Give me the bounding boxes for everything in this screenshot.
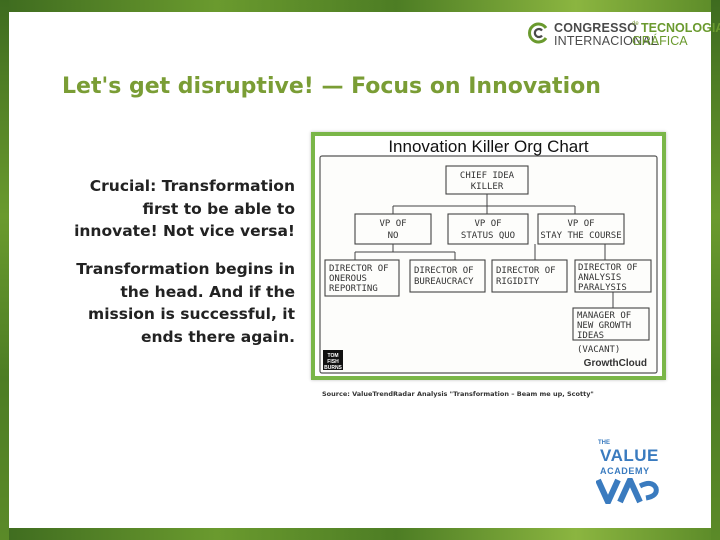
box-director-bureaucracy: [409, 259, 486, 293]
bottom-frame-bar: [0, 528, 720, 540]
box-director-onerous: [324, 259, 400, 297]
dir-bureaucracy-line1: DIRECTOR OF: [414, 266, 474, 276]
box-vp-no: [354, 213, 432, 245]
dir-rigidity-line2: RIGIDITY: [496, 277, 540, 287]
value-academy-logo: THE VALUE ACADEMY: [596, 440, 666, 504]
box-vp-status-quo: [447, 213, 529, 245]
vp-course-line2: STAY THE COURSE: [540, 231, 621, 241]
dir-bureaucracy-line2: BUREAUCRACY: [414, 277, 474, 287]
academy-value: VALUE: [600, 446, 659, 465]
artist-badge: TOM FISH BURNS: [323, 350, 343, 371]
box-vp-stay-the-course: [537, 213, 625, 245]
right-frame-bar: [711, 0, 720, 540]
cartoon-title: Innovation Killer Org Chart: [388, 137, 589, 156]
dir-rigidity-line1: DIRECTOR OF: [496, 266, 556, 276]
chief-line1: CHIEF IDEA: [460, 171, 515, 181]
box-manager-new-growth: [572, 307, 650, 341]
org-chart-cartoon: CHIEF IDEA KILLER VP OF NO VP OF STATUS …: [311, 132, 666, 380]
box-director-rigidity: [491, 259, 568, 293]
spiral-c-icon: [528, 22, 548, 44]
dir-onerous-line3: REPORTING: [329, 284, 378, 294]
source-caption: Source: ValueTrendRadar Analysis "Transf…: [322, 390, 594, 398]
slide-title: Let's get disruptive! — Focus on Innovat…: [62, 74, 601, 99]
top-frame-bar: [0, 0, 720, 12]
dir-analysis-line1: DIRECTOR OF: [578, 263, 638, 273]
manager-line2: NEW GROWTH: [577, 321, 631, 331]
growthcloud-brand: GrowthCloud: [584, 358, 647, 369]
manager-line1: MANAGER OF: [577, 311, 631, 321]
logo-word-grafica: GRÁFICA: [632, 34, 688, 48]
org-chart-drawing: CHIEF IDEA KILLER VP OF NO VP OF STATUS …: [319, 155, 658, 374]
logo-connector: de: [632, 21, 639, 27]
va-mark-icon: [596, 478, 659, 504]
paragraph-crucial: Crucial: Transformation first to be able…: [74, 177, 295, 240]
logo-word-internacional: INTERNACIONAL: [554, 34, 659, 48]
vp-no-line1: VP OF: [379, 219, 406, 229]
logo-word-congresso: CONGRESSO: [554, 21, 638, 35]
academy-word: ACADEMY: [600, 466, 650, 476]
dir-onerous-line2: ONEROUS: [329, 274, 367, 284]
manager-line3: IDEAS: [577, 331, 604, 341]
vp-course-line1: VP OF: [567, 219, 594, 229]
vp-no-line2: NO: [388, 231, 399, 241]
dir-analysis-line3: PARALYSIS: [578, 283, 627, 293]
vp-status-line1: VP OF: [474, 219, 501, 229]
svg-text:BURNS: BURNS: [324, 365, 342, 371]
box-director-analysis: [574, 259, 652, 293]
left-frame-bar: [0, 0, 9, 540]
svg-text:FISH: FISH: [327, 359, 339, 365]
dir-analysis-line2: ANALYSIS: [578, 273, 621, 283]
vp-status-line2: STATUS QUO: [461, 231, 515, 241]
dir-onerous-line1: DIRECTOR OF: [329, 264, 389, 274]
logo-word-tecnologia: TECNOLOGIA: [641, 21, 720, 35]
vacant-label: (VACANT): [577, 345, 620, 355]
chief-line2: KILLER: [471, 182, 504, 192]
box-chief-idea-killer: [445, 165, 529, 195]
academy-the: THE: [598, 440, 610, 446]
svg-text:TOM: TOM: [327, 353, 338, 359]
paragraph-transformation: Transformation begins in the head. And i…: [76, 260, 295, 346]
